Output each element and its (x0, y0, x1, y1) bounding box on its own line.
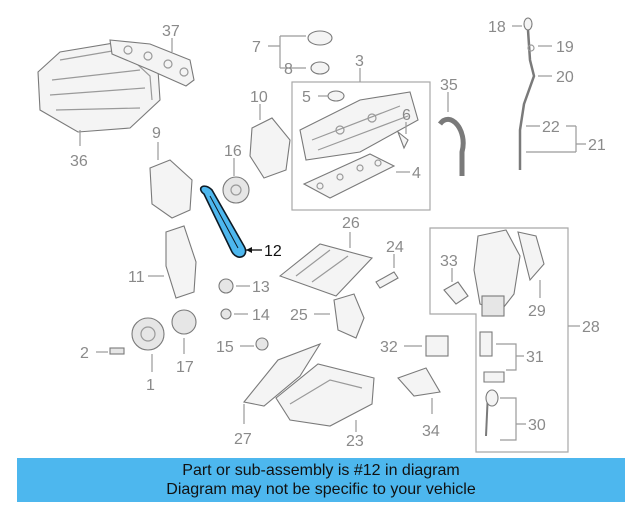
caption-line-1: Part or sub-assembly is #12 in diagram (182, 462, 460, 479)
rear-cover-drawing (249, 117, 291, 179)
bolt-14-drawing (220, 308, 232, 320)
callout-13: 13 (252, 279, 270, 296)
callout-22: 22 (542, 119, 560, 136)
caption-banner: Part or sub-assembly is #12 in diagram D… (17, 458, 625, 502)
callout-28: 28 (582, 319, 600, 336)
callout-36: 36 (70, 153, 88, 170)
valve-cover-gasket-drawing (302, 153, 396, 199)
damper-drawing (171, 309, 197, 335)
callout-25: 25 (290, 307, 308, 324)
callout-3: 3 (355, 53, 364, 70)
sensor-30-drawing (485, 389, 499, 407)
callout-8: 8 (284, 61, 293, 78)
callout-19: 19 (556, 39, 574, 56)
callout-30: 30 (528, 417, 546, 434)
cap-gasket-drawing (327, 90, 345, 102)
callout-1: 1 (146, 377, 155, 394)
callout-5: 5 (302, 89, 311, 106)
dipstick-handle-drawing (523, 17, 533, 31)
oil-filter-housing-drawing (473, 229, 521, 317)
callout-12: 12 (264, 243, 282, 260)
callout-33: 33 (440, 253, 458, 270)
callout-14: 14 (252, 307, 270, 324)
oil-pump-drawing (333, 293, 365, 339)
bracket-34-drawing (397, 367, 441, 397)
callout-31: 31 (526, 349, 544, 366)
callout-4: 4 (412, 165, 421, 182)
timing-cover-drawing (149, 159, 193, 219)
callout-24: 24 (386, 239, 404, 256)
sprocket-drawing (222, 176, 250, 204)
callout-32: 32 (380, 339, 398, 356)
callout-26: 26 (342, 215, 360, 232)
callout-15: 15 (216, 339, 234, 356)
callout-18: 18 (488, 19, 506, 36)
callout-2: 2 (80, 345, 89, 362)
caption-line-2: Diagram may not be specific to your vehi… (166, 481, 476, 498)
callout-20: 20 (556, 69, 574, 86)
callout-29: 29 (528, 303, 546, 320)
gasket-29-drawing (517, 231, 545, 282)
valve-cover-group-box (291, 81, 431, 211)
valve-cover-drawing (299, 91, 419, 161)
callout-35: 35 (440, 77, 458, 94)
seal-31-drawing (483, 371, 505, 383)
oil-pan-drawing (275, 363, 375, 427)
cap-seal-drawing (310, 61, 330, 75)
callout-37: 37 (162, 23, 180, 40)
callout-17: 17 (176, 359, 194, 376)
timing-chain-part-12 (199, 185, 247, 258)
plug-15-drawing (255, 337, 269, 351)
pan-gasket-drawing (243, 342, 322, 407)
idler-13-drawing (218, 278, 234, 294)
bolt-2-drawing (109, 347, 125, 355)
oil-filter-group-box (429, 227, 569, 453)
callout-6: 6 (402, 107, 411, 124)
callout-16: 16 (224, 143, 242, 160)
gasket-24-drawing (375, 271, 399, 289)
intake-manifold-drawing (37, 41, 161, 133)
callout-23: 23 (346, 433, 364, 450)
callout-34: 34 (422, 423, 440, 440)
sensor-33-drawing (443, 281, 469, 305)
windage-tray-drawing (278, 243, 374, 297)
crank-pulley-drawing (131, 317, 165, 351)
sensor-32-drawing (425, 335, 449, 357)
intake-gasket-drawing (109, 39, 195, 87)
callout-11: 11 (128, 269, 145, 286)
oil-cap-drawing (307, 30, 333, 46)
filter-element-31-drawing (479, 331, 493, 357)
callout-27: 27 (234, 431, 252, 448)
callout-9: 9 (152, 125, 161, 142)
pump-housing-drawing (165, 225, 197, 299)
seal-6-drawing (396, 130, 409, 150)
callout-7: 7 (252, 39, 261, 56)
callout-21: 21 (588, 137, 606, 154)
callout-10: 10 (250, 89, 268, 106)
